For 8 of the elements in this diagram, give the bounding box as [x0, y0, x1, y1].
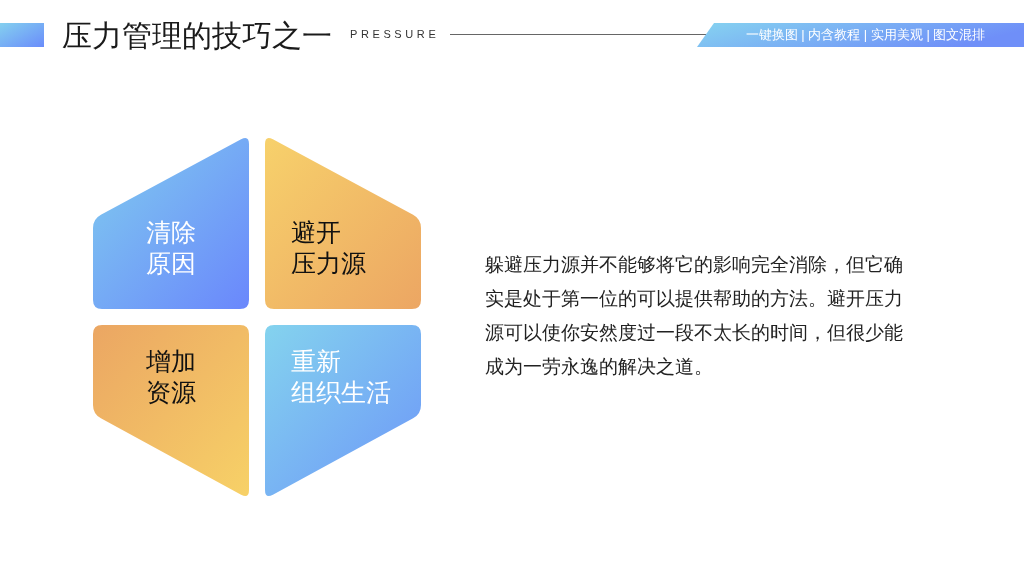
pentagon-tile: 清除原因 — [93, 135, 249, 309]
header-banner: 一键换图 | 内含教程 | 实用美观 | 图文混排 — [697, 23, 1024, 47]
pentagon-tile: 增加资源 — [93, 325, 249, 499]
title: 压力管理的技巧之一 — [62, 18, 332, 54]
pentagon-tile: 重新组织生活 — [265, 325, 421, 499]
subtitle: PRESSURE — [350, 27, 440, 41]
body-text: 躲避压力源并不能够将它的影响完全消除，但它确实是处于第一位的可以提供帮助的方法。避开压力源可以使你安然度过一段不太长的时间，但很少能成为一劳永逸的解决之道。 — [485, 253, 904, 379]
pentagon-tile: 避开压力源 — [265, 135, 421, 309]
